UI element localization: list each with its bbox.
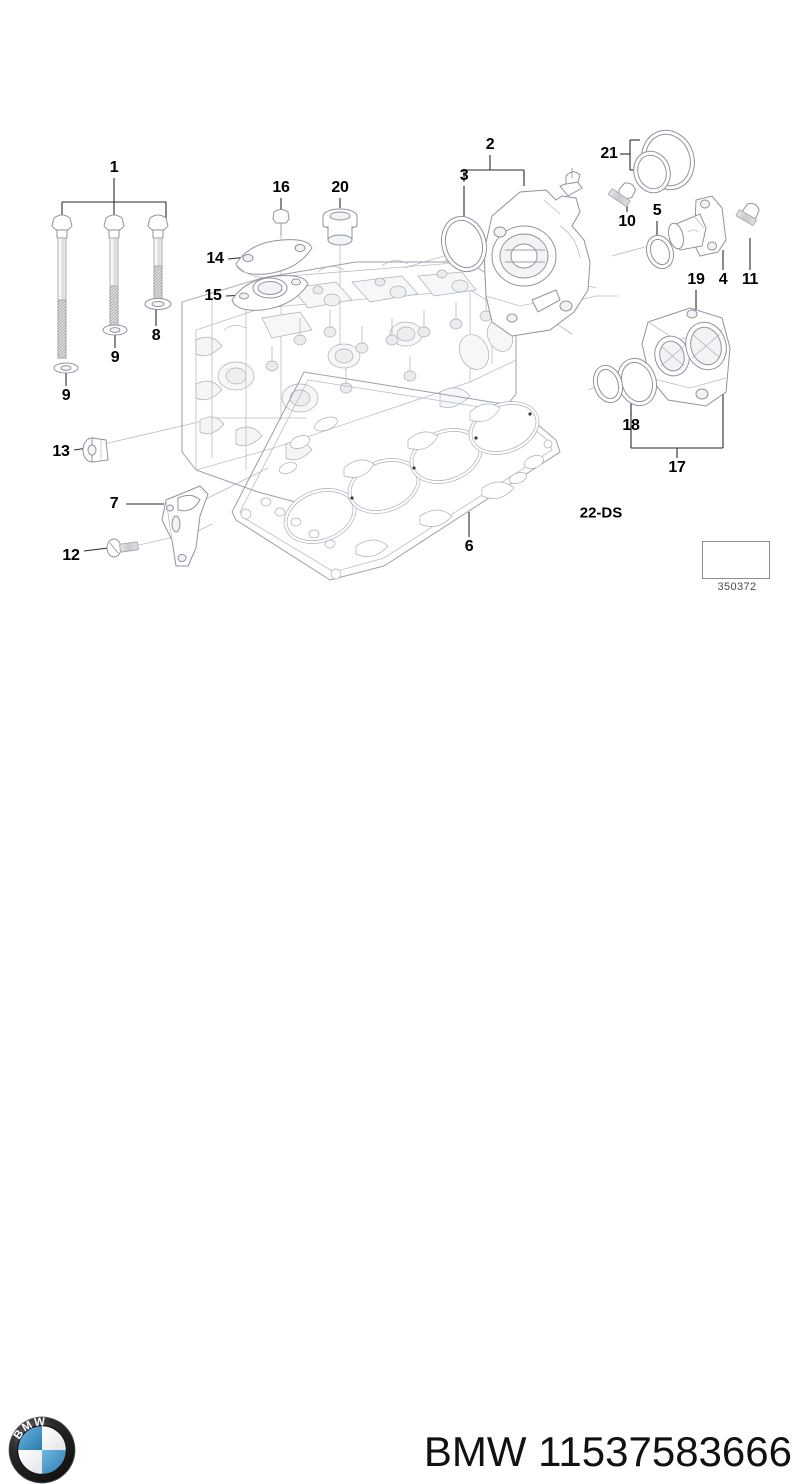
head-bolt-long — [51, 214, 79, 374]
cover-bolt-16 — [272, 209, 290, 236]
hex-bolt-11 — [735, 203, 760, 226]
hex-bolt-10 — [608, 182, 636, 207]
assembly-code-label: 22-DS — [579, 504, 623, 522]
callout-3: 3 — [459, 167, 469, 184]
callout-14: 14 — [206, 250, 224, 267]
callout-13: 13 — [52, 443, 70, 460]
leader-17 — [630, 392, 724, 458]
diagram-id-block: 350372 — [702, 541, 772, 593]
cover-gasket-15 — [231, 275, 309, 311]
o-ring-3 — [440, 215, 488, 273]
head-bolt-medium — [102, 214, 128, 336]
callout-11: 11 — [741, 271, 759, 288]
diagram-number: 350372 — [717, 581, 757, 593]
o-ring-5 — [645, 234, 675, 270]
callout-7: 7 — [109, 495, 119, 512]
leader-12 — [83, 547, 109, 552]
callout-1: 1 — [109, 159, 119, 176]
leader-2 — [463, 155, 525, 186]
footer-part-number: BMW 11537583666 — [423, 1428, 792, 1475]
callout-15: 15 — [204, 287, 222, 304]
callout-4: 4 — [718, 271, 728, 288]
callout-19: 19 — [687, 271, 705, 288]
callout-8: 8 — [151, 327, 161, 344]
sealing-cap-20 — [322, 208, 358, 246]
exploded-view-drawing: .ln { fill:none; stroke:#9aa0ab; stroke-… — [51, 129, 762, 581]
callout-17: 17 — [668, 459, 686, 476]
o-ring-set-21 — [633, 129, 695, 194]
diagram-id-box — [702, 541, 770, 579]
callout-10: 10 — [618, 213, 636, 230]
cylinder-head-body — [181, 256, 517, 509]
vacuum-pump-2 — [483, 168, 591, 337]
leader-1 — [61, 178, 167, 218]
head-bolt-short — [144, 214, 172, 310]
connector-flange-4 — [668, 195, 727, 257]
parts-diagram-canvas: .ln { fill:none; stroke:#9aa0ab; stroke-… — [0, 0, 800, 700]
callout-16: 16 — [272, 179, 290, 196]
callout-18: 18 — [622, 417, 640, 434]
footer-bar: BMW BMW 11537583666 — [0, 700, 800, 1484]
callout-9b: 9 — [110, 349, 120, 366]
cylinder-head-gasket — [231, 371, 561, 581]
callout-21: 21 — [600, 145, 618, 162]
callout-20: 20 — [331, 179, 349, 196]
callout-5: 5 — [652, 202, 662, 219]
o-ring-pair-18 — [592, 357, 658, 407]
lifting-bracket-7 — [161, 485, 209, 567]
callout-9a: 9 — [61, 387, 71, 404]
bracket-bolt-12 — [106, 538, 139, 558]
callout-2: 2 — [485, 136, 495, 153]
coolant-flange-housing-17 — [641, 307, 731, 407]
callout-12: 12 — [62, 547, 80, 564]
sealing-plug-13 — [82, 437, 109, 463]
callout-6: 6 — [464, 538, 474, 555]
bmw-roundel-logo: BMW — [8, 1416, 76, 1484]
